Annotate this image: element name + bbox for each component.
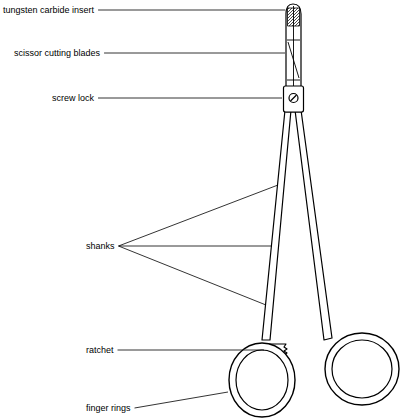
part-label: ratchet — [86, 344, 114, 356]
right-ring-inner — [332, 340, 392, 398]
part-label: tungsten carbide insert — [3, 4, 94, 16]
leader-line — [104, 53, 285, 54]
leader-line — [119, 185, 278, 246]
left-ring-inner — [236, 350, 288, 410]
screw — [289, 94, 298, 103]
cutting-blades — [287, 40, 300, 80]
leader-line — [98, 10, 285, 11]
part-label: shanks — [86, 240, 115, 252]
leader-line — [119, 246, 266, 305]
leader-line — [135, 392, 228, 408]
leader-line — [119, 246, 272, 247]
right-finger-ring — [325, 333, 399, 405]
right-shank — [295, 110, 332, 340]
box-lock — [284, 86, 304, 112]
leader-line — [118, 350, 264, 351]
left-finger-ring — [229, 343, 295, 417]
left-shank — [262, 110, 291, 340]
part-label: finger rings — [86, 402, 131, 414]
leader-line — [98, 98, 282, 99]
part-label: screw lock — [52, 92, 94, 104]
part-label: scissor cutting blades — [14, 47, 100, 59]
